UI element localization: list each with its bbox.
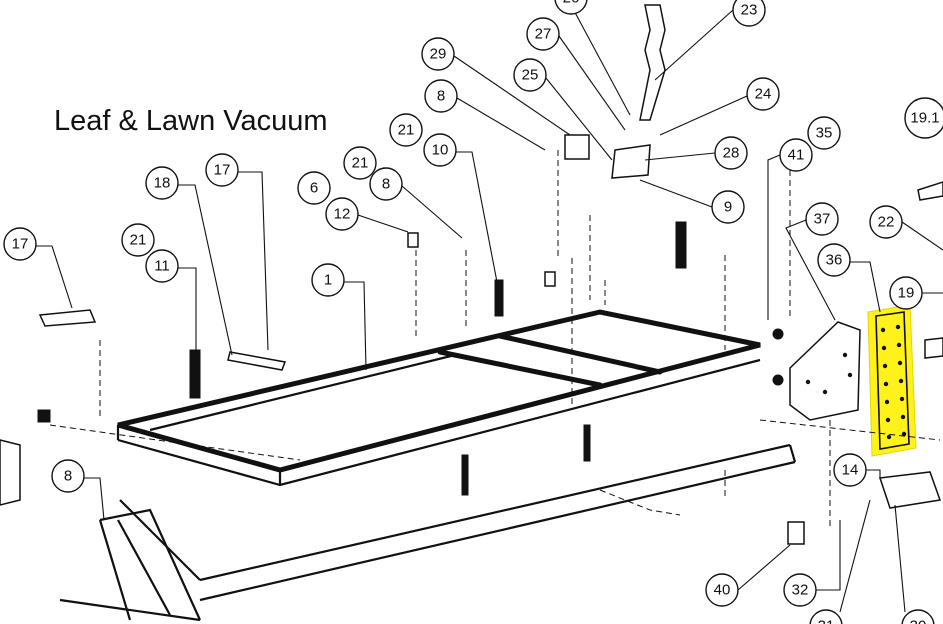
callout-21-top: 21	[389, 113, 423, 147]
svg-text:17: 17	[12, 236, 29, 253]
svg-text:10: 10	[432, 142, 449, 159]
svg-text:6: 6	[310, 180, 318, 197]
callout-14: 14	[833, 453, 881, 487]
svg-text:21: 21	[130, 232, 147, 249]
svg-text:25: 25	[522, 67, 539, 84]
callout-6: 6	[297, 171, 331, 205]
svg-text:21: 21	[398, 122, 415, 139]
callout-40: 40	[705, 544, 791, 607]
svg-text:18: 18	[154, 175, 171, 192]
callout-23: 23	[654, 0, 766, 81]
callout-25: 25	[513, 58, 613, 161]
diagram-title: Leaf & Lawn Vacuum	[54, 105, 328, 137]
callout-30: 30	[894, 504, 935, 624]
svg-text:41: 41	[788, 147, 805, 164]
callout-24: 24	[659, 77, 780, 136]
svg-text:27: 27	[535, 26, 552, 43]
svg-text:1: 1	[324, 272, 332, 289]
frame-assembly	[0, 4, 943, 622]
svg-text:17: 17	[214, 162, 231, 179]
svg-text:19: 19	[898, 285, 915, 302]
callout-22: 22	[869, 205, 943, 251]
svg-text:9: 9	[724, 199, 732, 216]
svg-text:24: 24	[755, 86, 772, 103]
svg-text:35: 35	[816, 125, 833, 142]
callout-21-left: 21	[121, 223, 155, 257]
svg-text:8: 8	[437, 88, 445, 105]
svg-text:21: 21	[352, 155, 369, 172]
svg-text:30: 30	[910, 618, 927, 624]
callout-19: 19	[889, 276, 943, 310]
callout-36: 36	[817, 243, 881, 313]
svg-text:8: 8	[382, 176, 390, 193]
callout-31: 31	[809, 499, 871, 624]
svg-text:14: 14	[842, 462, 859, 479]
callout-37: 37	[785, 202, 839, 321]
svg-text:28: 28	[723, 145, 740, 162]
highlighted-part-36	[867, 304, 917, 457]
svg-text:36: 36	[826, 252, 843, 269]
svg-text:22: 22	[878, 214, 895, 231]
callout-9: 9	[639, 179, 745, 224]
svg-text:11: 11	[154, 258, 170, 275]
callout-41: 41	[767, 138, 813, 320]
callout-18: 18	[145, 166, 233, 356]
callout-8-bottom: 8	[51, 459, 105, 521]
callout-1: 1	[311, 263, 367, 371]
callout-12: 12	[325, 197, 409, 233]
callout-11: 11	[145, 249, 197, 350]
svg-text:37: 37	[814, 211, 831, 228]
callout-group: 26 23 27 25 29 24 8 21 10 28 35 19.1 41 …	[3, 0, 943, 624]
assembly-lines	[49, 150, 941, 530]
svg-text:31: 31	[818, 618, 835, 624]
callout-26: 26	[554, 0, 631, 116]
svg-text:29: 29	[430, 46, 447, 63]
callout-17-right: 17	[205, 153, 269, 351]
callout-29: 29	[421, 37, 571, 136]
callout-32: 32	[783, 520, 841, 607]
callout-21-mid: 21	[343, 146, 377, 180]
svg-text:19.1: 19.1	[910, 110, 939, 127]
callout-8-mid: 8	[369, 167, 463, 239]
svg-text:26: 26	[563, 0, 580, 7]
callout-35: 35	[807, 116, 841, 150]
svg-text:12: 12	[334, 206, 351, 223]
svg-text:40: 40	[714, 582, 731, 599]
callout-28: 28	[644, 136, 748, 170]
svg-text:8: 8	[64, 468, 72, 485]
callout-27: 27	[526, 17, 626, 131]
svg-text:32: 32	[792, 582, 809, 599]
svg-text:23: 23	[741, 2, 758, 19]
callout-10: 10	[423, 133, 498, 283]
callout-17-left: 17	[3, 227, 73, 309]
callout-19-1: 19.1	[904, 97, 943, 139]
callout-8-top: 8	[424, 79, 546, 151]
